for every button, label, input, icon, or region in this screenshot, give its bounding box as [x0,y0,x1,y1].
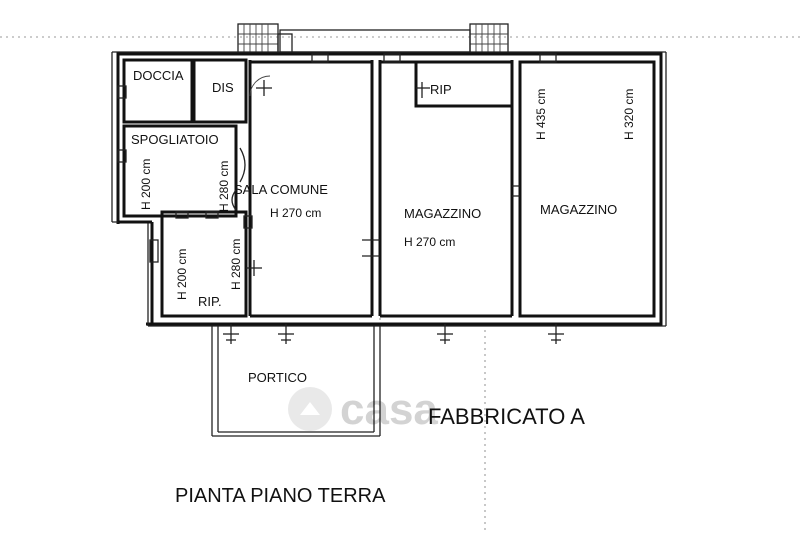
interior-walls [122,58,656,318]
height-label-rip-right: H 280 cm [229,239,243,290]
room-label-portico: PORTICO [248,370,307,385]
height-label-rip-left: H 200 cm [175,249,189,300]
watermark-text: casa [340,385,438,434]
building-name: FABBRICATO A [428,404,585,429]
height-label-magazzino-mid: H 270 cm [404,235,455,249]
height-label-spogliatoio-left: H 200 cm [139,159,153,210]
room-label-spogliatoio: SPOGLIATOIO [131,132,219,147]
entrance-marker-4 [548,324,564,344]
corner-mask [114,224,146,334]
plan-title: PIANTA PIANO TERRA [175,485,386,507]
height-label-magazzino-right-b: H 320 cm [622,89,636,140]
reference-lines [0,36,800,533]
room-label-rip-bottom: RIP. [198,294,222,309]
top-ledge [279,29,471,53]
entrance-marker-1 [223,324,239,344]
door-marks [231,75,520,276]
outer-walls [111,51,667,327]
room-label-sala-comune: SALA COMUNE [234,182,328,197]
entrance-markers [223,324,564,344]
room-label-dis: DIS [212,80,234,95]
room-label-magazzino-mid: MAGAZZINO [404,206,481,221]
height-label-sala-comune: H 270 cm [270,206,321,220]
entrance-marker-2 [278,324,294,344]
stair-block-right [469,23,509,55]
window-marks [117,53,557,263]
stair-block-left [237,23,279,55]
entrance-marker-3 [437,324,453,344]
watermark-logo: casa [288,385,438,434]
room-label-doccia: DOCCIA [133,68,184,83]
height-label-spogliatoio-right: H 280 cm [217,161,231,212]
room-label-magazzino-right: MAGAZZINO [540,202,617,217]
portico-outline [211,326,381,437]
room-label-rip-top: RIP [430,82,452,97]
height-label-magazzino-right-a: H 435 cm [534,89,548,140]
